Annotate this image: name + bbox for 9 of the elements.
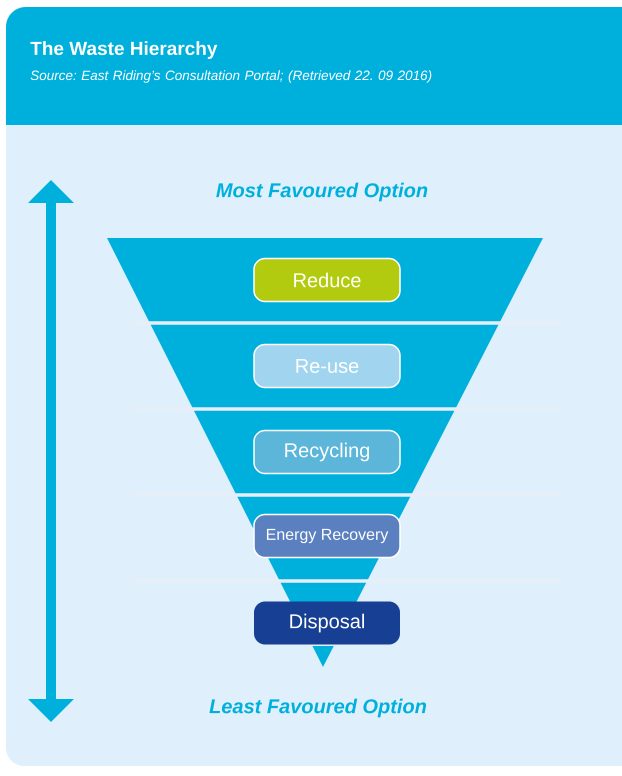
option-pill: Energy Recovery xyxy=(253,514,401,558)
option-pill: Recycling xyxy=(253,430,401,474)
title: The Waste Hierarchy xyxy=(30,41,218,59)
option-pill: Re-use xyxy=(253,344,401,388)
scale-label: Most Favoured Option xyxy=(216,182,428,202)
source-note: Source: East Riding’s Consultation Portal; (Retrieved 22. 09 2016) xyxy=(30,70,432,83)
option-pill: Reduce xyxy=(253,258,401,302)
scale-label: Least Favoured Option xyxy=(209,698,426,718)
option-pill: Disposal xyxy=(254,602,400,644)
